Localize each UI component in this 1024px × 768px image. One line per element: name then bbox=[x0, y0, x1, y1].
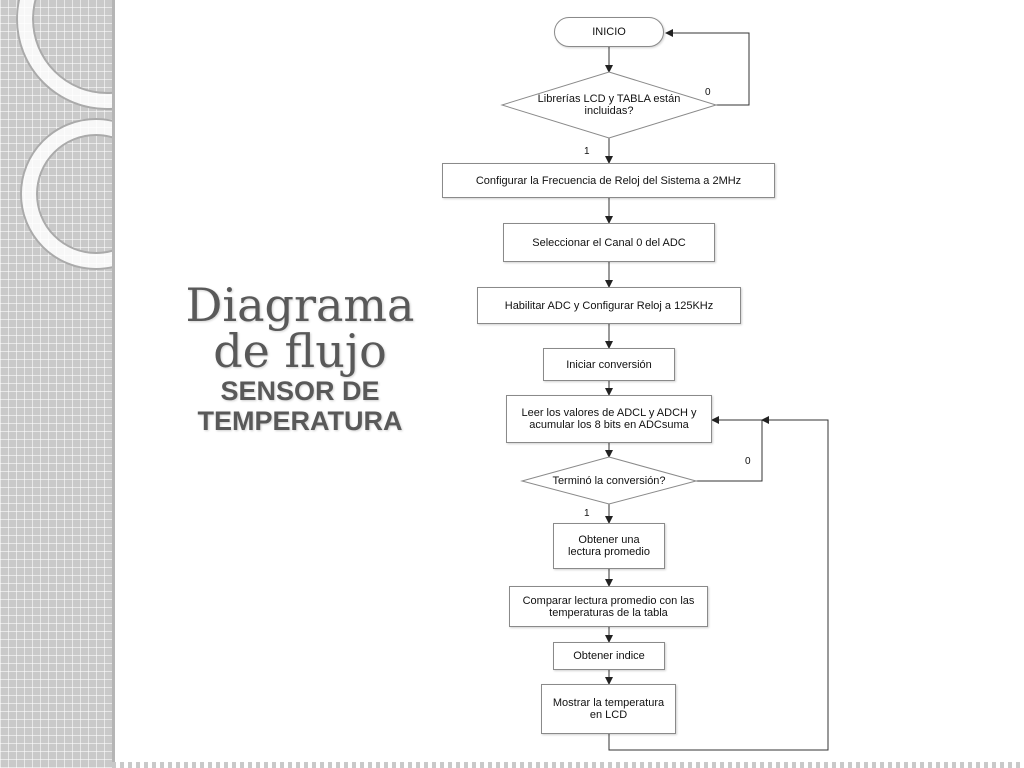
step-compare-table: Comparar lectura promedio con las temper… bbox=[509, 586, 708, 627]
step-get-index: Obtener indice bbox=[553, 642, 665, 670]
step-select-channel: Seleccionar el Canal 0 del ADC bbox=[503, 223, 715, 262]
edge-show-loop-to-read bbox=[608, 416, 829, 751]
sidebar-edge bbox=[112, 0, 115, 768]
title-subtitle: SENSOR DE TEMPERATURA bbox=[150, 376, 450, 436]
branch-label-libraries-yes: 1 bbox=[584, 146, 590, 157]
decision-conversion-shape bbox=[520, 456, 698, 505]
step-configure-clock: Configurar la Frecuencia de Reloj del Si… bbox=[442, 163, 775, 198]
branch-label-conversion-no: 0 bbox=[745, 456, 751, 467]
title-main: Diagrama de flujo bbox=[150, 282, 450, 374]
step-start-conversion: Iniciar conversión bbox=[543, 348, 675, 381]
decorative-sidebar bbox=[0, 0, 112, 768]
edge-decision2-no-loop bbox=[696, 416, 763, 482]
branch-label-libraries-no: 0 bbox=[705, 87, 711, 98]
step-show-lcd: Mostrar la temperatura en LCD bbox=[541, 684, 676, 734]
step-read-values: Leer los valores de ADCL y ADCH y acumul… bbox=[506, 395, 712, 443]
start-terminal: INICIO bbox=[554, 17, 664, 47]
decision-conversion-label: Terminó la conversión? bbox=[552, 475, 666, 487]
decision-libraries-label: Librerías LCD y TABLA están incluidas? bbox=[537, 93, 681, 117]
branch-label-conversion-yes: 1 bbox=[584, 508, 590, 519]
slide-title: Diagrama de flujo SENSOR DE TEMPERATURA bbox=[150, 282, 450, 436]
title-line-1: Diagrama bbox=[185, 278, 415, 332]
step-enable-adc: Habilitar ADC y Configurar Reloj a 125KH… bbox=[477, 287, 741, 324]
decorative-bottom-strip bbox=[112, 762, 1024, 768]
title-line-2: de flujo bbox=[213, 324, 387, 378]
edge-decision1-no-loop bbox=[665, 29, 750, 106]
subtitle-line-2: TEMPERATURA bbox=[197, 406, 403, 436]
decision-libraries-shape bbox=[500, 71, 718, 139]
step-average-reading: Obtener una lectura promedio bbox=[553, 523, 665, 569]
subtitle-line-1: SENSOR DE bbox=[220, 376, 380, 406]
